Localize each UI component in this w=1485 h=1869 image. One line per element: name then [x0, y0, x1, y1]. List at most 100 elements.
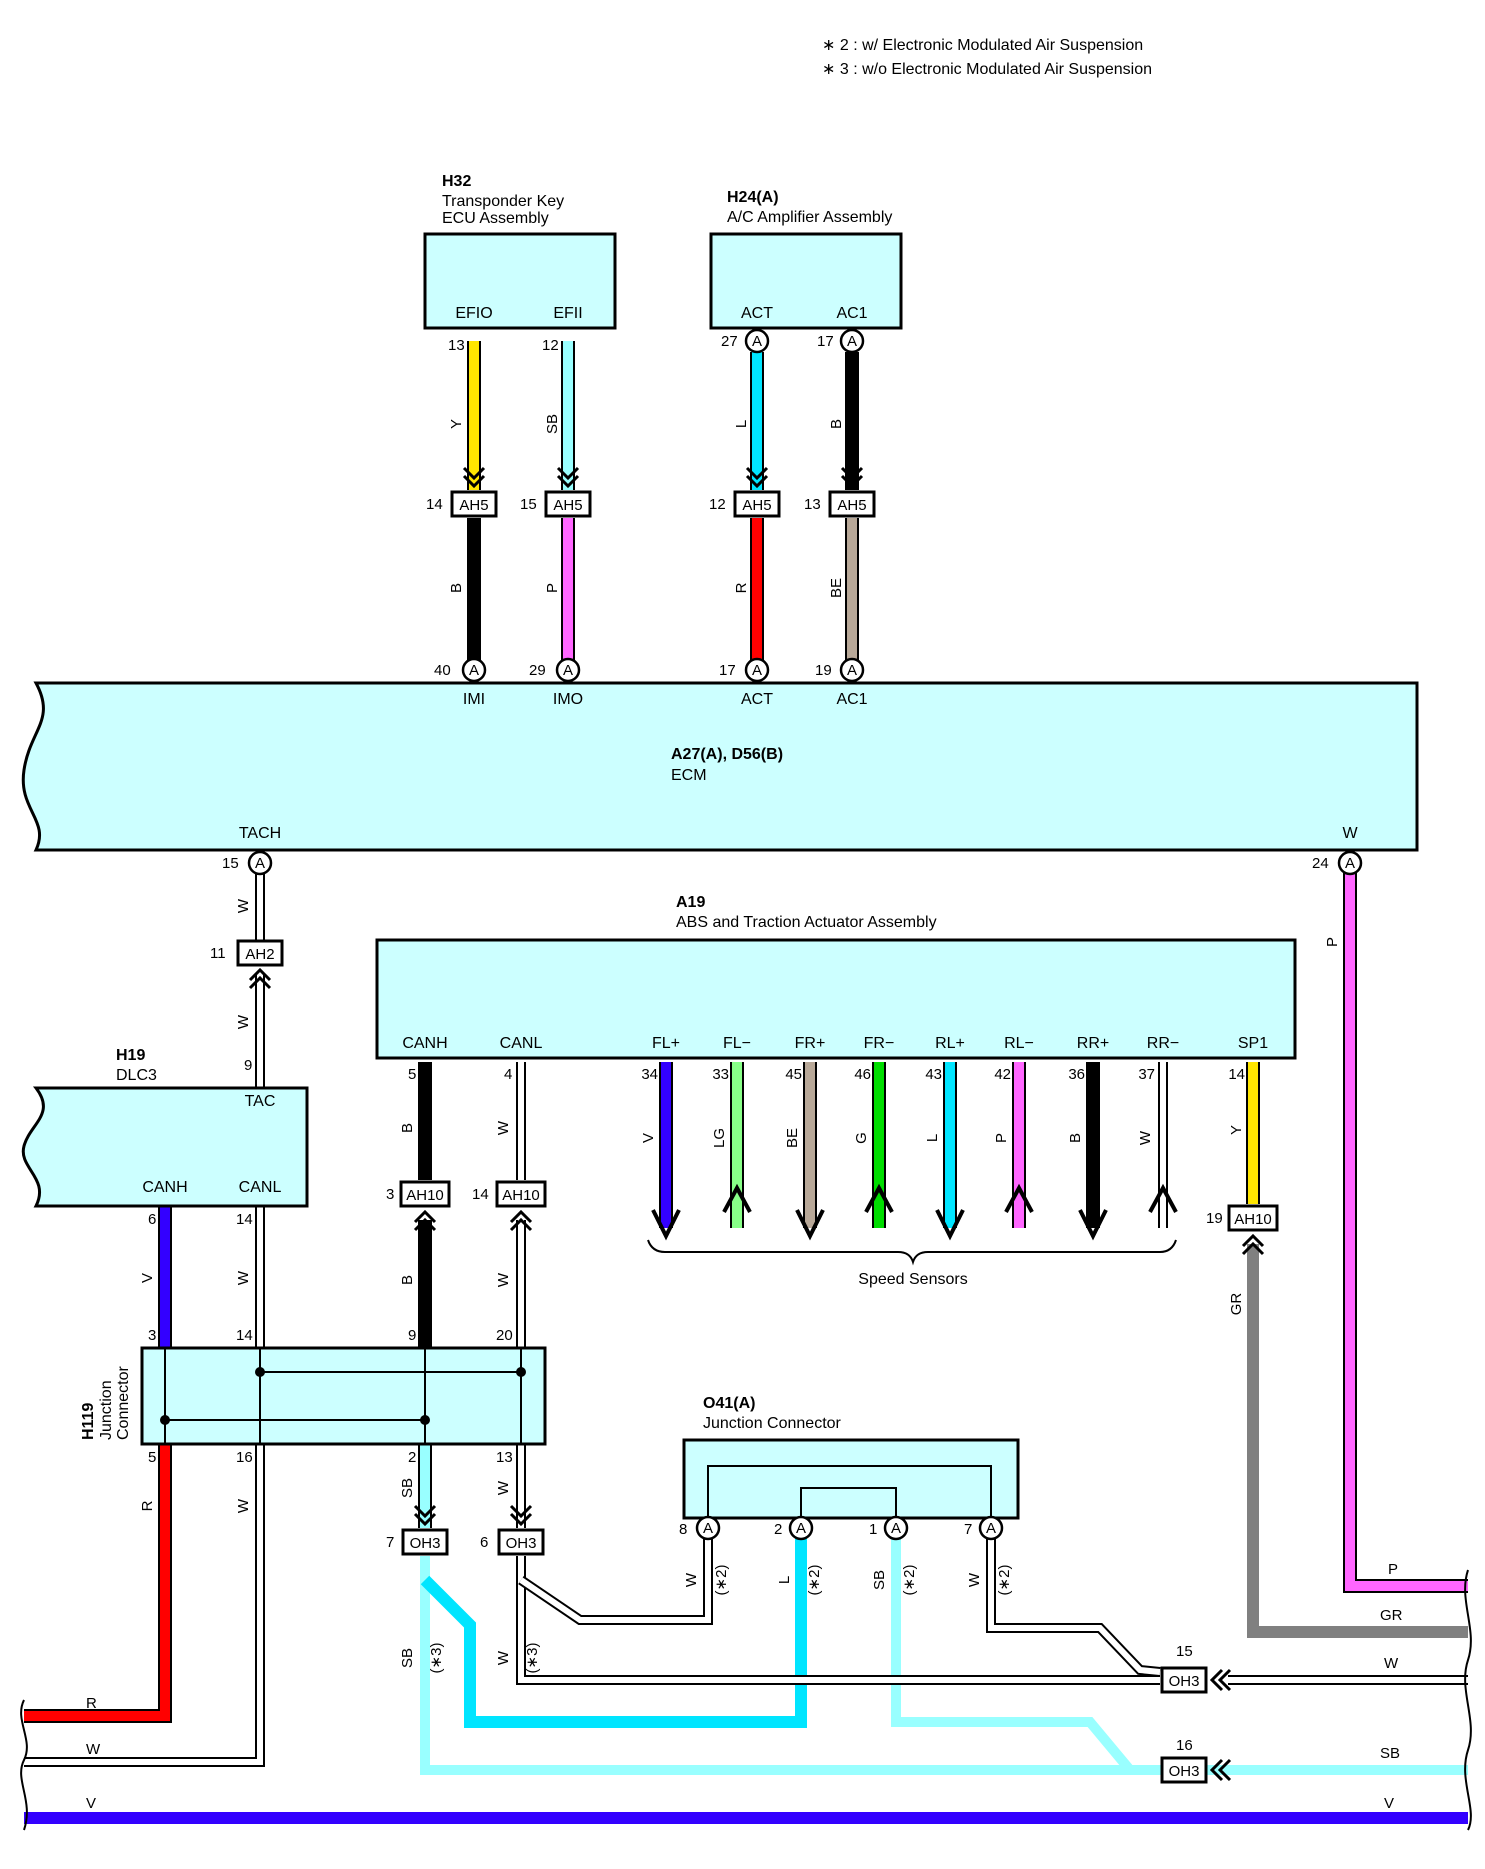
code-l: L: [733, 420, 750, 428]
svg-text:A: A: [563, 662, 573, 679]
ecm-pin-w: W: [1342, 825, 1358, 842]
h24-num-27: 27: [721, 333, 738, 350]
h119-num-16: 16: [236, 1449, 253, 1466]
sensor-wire-code: L: [924, 1134, 941, 1142]
ecm-box: [21, 681, 1419, 852]
code-sb: SB: [544, 414, 561, 434]
right-label-w: W: [1384, 1655, 1399, 1672]
oh3-connector-6: OH3: [497, 1528, 545, 1556]
wire-sb-o41-1: [891, 1538, 1134, 1774]
a19-pin-label: SP1: [1238, 1035, 1268, 1052]
chevron-ah2: [248, 967, 272, 990]
note-star3: ∗ 3 : w/o Electronic Modulated Air Suspe…: [822, 61, 1152, 78]
wire-l-o41-2: [420, 1538, 807, 1728]
wire-w-o41-8: [519, 1538, 711, 1623]
oh3-connector-16: OH3: [1160, 1756, 1208, 1784]
ecm-num-40: 40: [434, 662, 451, 679]
h32-name-1: Transponder Key: [442, 193, 564, 210]
h24-num-17: 17: [817, 333, 834, 350]
h19-name: DLC3: [116, 1067, 157, 1084]
sensor-wire-code: P: [993, 1133, 1010, 1143]
svg-text:A: A: [703, 1520, 713, 1537]
wire-r-bottom: [24, 1444, 170, 1721]
right-label-gr: GR: [1380, 1607, 1403, 1624]
star2-sb: (∗2): [901, 1565, 918, 1596]
code-y: Y: [448, 419, 465, 429]
sensor-wire-code: BE: [784, 1128, 801, 1148]
svg-text:A: A: [469, 662, 479, 679]
o41-num-2: 2: [774, 1521, 782, 1538]
ah5-num-15: 15: [520, 496, 537, 513]
code-w-h119: W: [495, 1272, 512, 1287]
sensor-wire-code: G: [853, 1132, 870, 1144]
code-y-sp1: Y: [1228, 1125, 1245, 1135]
svg-text:A: A: [1345, 855, 1355, 872]
ecm-pin-a-w: A: [1337, 850, 1363, 876]
svg-text:AH10: AH10: [1234, 1211, 1272, 1228]
a19-pin-label: FR−: [864, 1035, 895, 1052]
wire-w-tach: [24, 975, 263, 1765]
sensor-arrow-down: [935, 1209, 965, 1241]
svg-text:AH10: AH10: [406, 1187, 444, 1204]
sensor-pin-number: 36: [1068, 1066, 1085, 1083]
right-label-v: V: [1384, 1795, 1394, 1812]
h24-pin-act: ACT: [741, 305, 773, 322]
svg-text:AH10: AH10: [502, 1187, 540, 1204]
h119-name-1: Junction: [98, 1380, 115, 1440]
sensor-wire-code: LG: [711, 1128, 728, 1148]
oh3-num-7: 7: [386, 1534, 394, 1551]
oh3-connector-15: OH3: [1160, 1666, 1208, 1694]
code-b-canh: B: [399, 1123, 416, 1133]
ecm-pin-a-tach: A: [247, 850, 273, 876]
star2-w-8: (∗2): [713, 1565, 730, 1596]
o41-num-7: 7: [964, 1521, 972, 1538]
o41-id: O41(A): [703, 1395, 755, 1412]
wire-sb-star3: [420, 1556, 1172, 1775]
o41-pin-a-7: A: [978, 1515, 1004, 1541]
svg-text:A: A: [891, 1520, 901, 1537]
h119-box: [140, 1346, 547, 1446]
svg-text:AH2: AH2: [245, 946, 274, 963]
h119-internal: [164, 1348, 522, 1444]
oh3-connector-7: OH3: [401, 1528, 449, 1556]
h19-box: [21, 1086, 309, 1208]
a19-pin-label: RR−: [1147, 1035, 1179, 1052]
ah10-num-14: 14: [472, 1186, 489, 1203]
a19-pin-label: RL+: [935, 1035, 965, 1052]
sensor-wire-code: B: [1067, 1133, 1084, 1143]
ecm-pin-a-ac1: A: [839, 657, 865, 683]
ah2-connector: AH2: [236, 939, 284, 967]
ah5-num-14: 14: [426, 496, 443, 513]
a19-pin-label: FL−: [723, 1035, 751, 1052]
ecm-pin-act: ACT: [741, 691, 773, 708]
o41-name: Junction Connector: [703, 1415, 842, 1432]
h24-id: H24(A): [727, 189, 779, 206]
sensor-pin-number: 45: [785, 1066, 802, 1083]
chevrons-oh3-top: [413, 1504, 533, 1527]
h32-num-13: 13: [448, 337, 465, 354]
code-r: R: [733, 582, 750, 593]
h24-box: [709, 232, 903, 330]
h19-pin-tac: TAC: [245, 1093, 276, 1110]
h119-junction-dots: [160, 1367, 526, 1425]
code-l-o41-2: L: [776, 1576, 793, 1584]
code-w-tach: W: [235, 898, 252, 913]
wire-p-ecm-w: [1345, 873, 1468, 1591]
ah5-num-12: 12: [709, 496, 726, 513]
code-sb-o41-1: SB: [871, 1570, 888, 1590]
code-gr: GR: [1228, 1293, 1245, 1316]
sensor-arrow-up: [864, 1183, 894, 1213]
wire-gr: [1247, 1244, 1468, 1638]
svg-text:A: A: [255, 855, 265, 872]
svg-text:OH3: OH3: [410, 1535, 441, 1552]
svg-text:A: A: [847, 333, 857, 350]
svg-text:OH3: OH3: [1169, 1763, 1200, 1780]
a19-num-5: 5: [408, 1066, 416, 1083]
oh3-num-16: 16: [1176, 1737, 1193, 1754]
code-w-h119-13: W: [495, 1480, 512, 1495]
h119-num-13: 13: [496, 1449, 513, 1466]
sensor-arrow-up: [1148, 1183, 1178, 1213]
ecm-num-29: 29: [529, 662, 546, 679]
code-b: B: [828, 419, 845, 429]
